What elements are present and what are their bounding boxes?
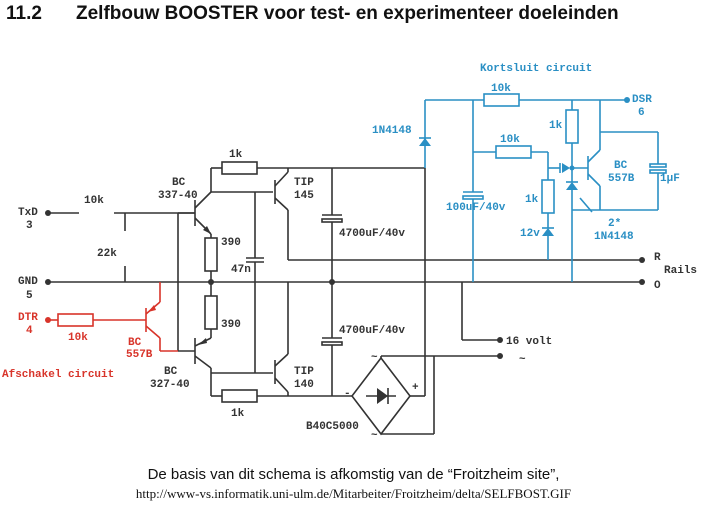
- resistor-10k-short-top: [483, 93, 520, 107]
- resistor-1k-short-top: [565, 109, 579, 144]
- 16v-terminal: [497, 337, 503, 343]
- resistor-10k-dtr: [57, 313, 94, 327]
- short-circuit-protection: [419, 93, 667, 282]
- c-47n-label: 47n: [231, 264, 251, 276]
- r-short-10k-top-label: 10k: [491, 83, 511, 95]
- d-pair-l1: 2*: [608, 218, 621, 230]
- c-1u-label: 1µF: [660, 173, 680, 185]
- section-title: Zelfbouw BOOSTER voor test- en experimen…: [76, 3, 619, 24]
- resistor-1k-bottom: [221, 389, 258, 403]
- resistor-1k-top: [221, 161, 258, 175]
- bridge-ac-bottom: ~: [371, 430, 378, 442]
- tip140-l2: 140: [294, 379, 314, 391]
- rail-o-label: O: [654, 280, 661, 292]
- q-driver-npn-l1: BC: [172, 177, 186, 189]
- dsr-terminal: [624, 97, 630, 103]
- r-1k-top-label: 1k: [229, 149, 243, 161]
- tip145-l2: 145: [294, 190, 314, 202]
- shutdown-circuit-label: Afschakel circuit: [2, 369, 114, 381]
- c-bottom-label: 4700uF/40v: [339, 325, 405, 337]
- q-driver-pnp-l2: 327-40: [150, 379, 190, 391]
- capacitor-1uf: [649, 163, 667, 168]
- rails-label: Rails: [664, 265, 697, 277]
- supply-label: 16 volt: [506, 336, 552, 348]
- r-dtr-label: 10k: [68, 332, 88, 344]
- r-390-top-label: 390: [221, 237, 241, 249]
- tip145-l1: TIP: [294, 177, 314, 189]
- shutdown-circuit: [45, 282, 178, 352]
- dsr-label: DSR: [632, 94, 652, 106]
- rail-o-terminal: [639, 279, 645, 285]
- r-txd-label: 10k: [84, 195, 104, 207]
- short-circuit-label: Kortsluit circuit: [480, 63, 592, 75]
- bridge-ac-top: ~: [371, 352, 378, 364]
- bridge-label: B40C5000: [306, 421, 359, 433]
- dtr-pin: 4: [26, 325, 33, 337]
- section-heading: 11.2 Zelfbouw BOOSTER voor test- en exper…: [6, 3, 619, 25]
- r-short-1k-mid-label: 1k: [525, 194, 539, 206]
- gnd-label: GND: [18, 276, 38, 288]
- gnd-pin: 5: [26, 290, 33, 302]
- q-shutdown-l1: BC: [128, 337, 142, 349]
- zener-12v: [542, 228, 554, 236]
- bridge-minus: -: [344, 388, 351, 400]
- resistor-390-top: [204, 237, 218, 272]
- resistor-10k-short-mid: [495, 145, 532, 159]
- d-pair-l2: 1N4148: [594, 231, 634, 243]
- c-top-label: 4700uF/40v: [339, 228, 405, 240]
- zener-label: 12v: [520, 228, 540, 240]
- r-bias-label: 22k: [97, 248, 117, 260]
- txd-pin: 3: [26, 220, 33, 232]
- q-driver-npn-l2: 337-40: [158, 190, 198, 202]
- r-390-bottom-label: 390: [221, 319, 241, 331]
- diode-1n4148: [419, 138, 431, 146]
- dsr-pin: 6: [638, 107, 645, 119]
- tip140-l1: TIP: [294, 366, 314, 378]
- r-short-1k-top-label: 1k: [549, 120, 563, 132]
- d-top-label: 1N4148: [372, 125, 412, 137]
- bridge-plus: +: [412, 382, 419, 394]
- r-short-10k-mid-label: 10k: [500, 134, 520, 146]
- ac-symbol: ~: [519, 354, 526, 366]
- section-number: 11.2: [6, 3, 42, 24]
- main-circuit-wires: [45, 161, 645, 436]
- txd-label: TxD: [18, 207, 38, 219]
- q-short-l1: BC: [614, 160, 628, 172]
- q-driver-pnp-l1: BC: [164, 366, 178, 378]
- ac-terminal: [497, 353, 503, 359]
- r-1k-bottom-label: 1k: [231, 408, 245, 420]
- q-shutdown-l2: 557B: [126, 349, 153, 361]
- resistor-390-bottom: [204, 295, 218, 330]
- rail-r-terminal: [639, 257, 645, 263]
- resistor-1k-short-mid: [541, 179, 555, 214]
- booster-schematic: TxD 3 GND 5 DTR 4 10k 22k 10k BC 557B Af…: [2, 63, 697, 442]
- caption-url: http://www-vs.informatik.uni-ulm.de/Mita…: [135, 486, 572, 501]
- dtr-label: DTR: [18, 312, 38, 324]
- rail-r-label: R: [654, 252, 661, 264]
- c-short-label: 100uF/40v: [446, 202, 506, 214]
- q-short-l2: 557B: [608, 173, 635, 185]
- caption-source: De basis van dit schema is afkomstig van…: [147, 466, 560, 483]
